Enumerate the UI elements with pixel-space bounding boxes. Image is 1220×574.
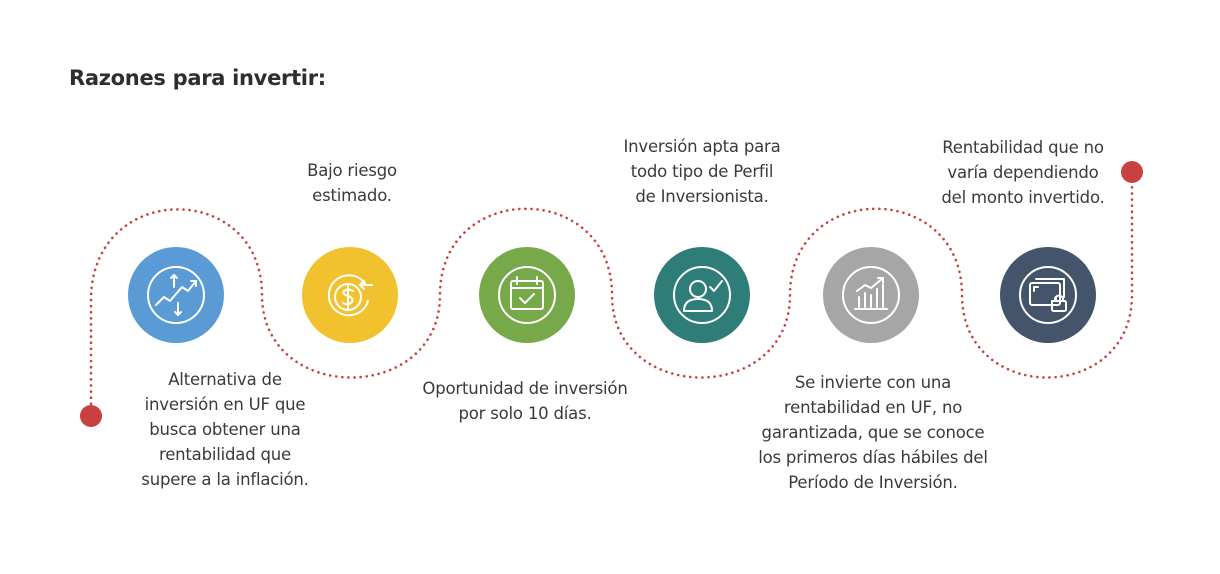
caption-line: busca obtener una [149, 420, 301, 439]
step-3-caption: Oportunidad de inversión por solo 10 día… [375, 376, 675, 426]
caption-line: rentabilidad que [158, 445, 292, 464]
step-5-circle [823, 247, 919, 343]
caption-line: garantizada, que se conoce [761, 423, 985, 442]
path-end-dot [1121, 161, 1143, 183]
step-4-caption: Inversión apta para todo tipo de Perfil … [562, 134, 842, 209]
caption-line: Alternativa de [168, 370, 282, 389]
calendar-check-icon [498, 266, 556, 324]
caption-line: por solo 10 días. [458, 404, 592, 423]
caption-line: varía dependiendo [947, 163, 1099, 182]
caption-line: estimado. [312, 186, 392, 205]
user-check-icon [673, 266, 731, 324]
step-4-circle [654, 247, 750, 343]
caption-line: los primeros días hábiles del [758, 448, 988, 467]
step-1-circle [128, 247, 224, 343]
caption-line: Oportunidad de inversión [422, 379, 628, 398]
caption-line: todo tipo de Perfil [630, 162, 774, 181]
step-1-caption: Alternativa de inversión en UF que busca… [100, 367, 350, 492]
caption-line: de Inversionista. [635, 187, 769, 206]
path-start-dot [80, 405, 102, 427]
caption-line: Bajo riesgo [307, 161, 397, 180]
dollar-coin-icon [327, 274, 373, 317]
bar-chart-icon [842, 266, 900, 324]
page-title: Razones para invertir: [69, 66, 326, 90]
caption-line: Rentabilidad que no [942, 138, 1104, 157]
step-5-caption: Se invierte con una rentabilidad en UF, … [728, 370, 1018, 495]
secure-monitor-icon [1019, 266, 1077, 324]
step-3-circle [479, 247, 575, 343]
caption-line: Se invierte con una [794, 373, 952, 392]
caption-line: rentabilidad en UF, no [783, 398, 963, 417]
caption-line: del monto invertido. [941, 188, 1105, 207]
step-6-caption: Rentabilidad que no varía dependiendo de… [903, 135, 1143, 210]
step-2-circle [302, 247, 398, 343]
caption-line: Período de Inversión. [788, 473, 958, 492]
trend-arrows-icon [147, 266, 205, 324]
step-6-circle [1000, 247, 1096, 343]
caption-line: supere a la inflación. [141, 470, 309, 489]
step-2-caption: Bajo riesgo estimado. [252, 158, 452, 208]
caption-line: inversión en UF que [144, 395, 306, 414]
caption-line: Inversión apta para [623, 137, 781, 156]
